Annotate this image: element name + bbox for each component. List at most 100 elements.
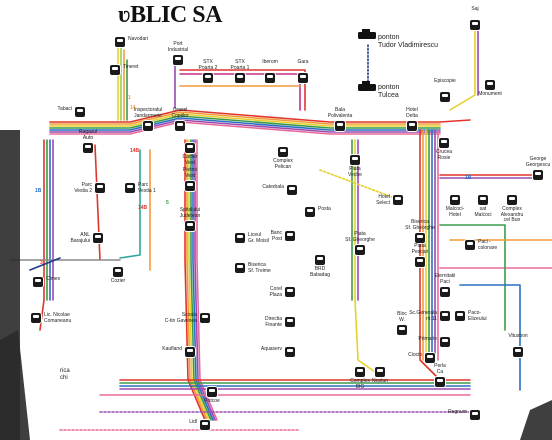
station-label: Parc Vestia 2 xyxy=(74,182,92,194)
bus-stop-icon[interactable] xyxy=(425,353,435,363)
bus-stop-icon[interactable] xyxy=(235,233,245,243)
bus-stop-icon[interactable] xyxy=(440,287,450,297)
station-label: Iberom xyxy=(262,59,278,65)
bus-stop-icon[interactable] xyxy=(200,313,210,323)
bus-stop-icon[interactable] xyxy=(440,337,450,347)
station-label: Cartier Vest xyxy=(182,154,198,166)
bus-stop-icon[interactable] xyxy=(513,347,523,357)
station-label: STX Poarta 1 xyxy=(230,59,250,71)
station-label: Liceul Gr. Moisil xyxy=(248,232,269,244)
station-label: Malcoci- Hotel xyxy=(445,206,465,218)
station-label: Piata Pescari xyxy=(411,243,429,255)
station-label: Complex Alexandru cel Bun xyxy=(500,206,524,224)
bus-stop-icon[interactable] xyxy=(470,410,480,420)
bus-stop-icon[interactable] xyxy=(415,233,425,243)
bus-stop-icon[interactable] xyxy=(440,311,450,321)
bus-stop-icon[interactable] xyxy=(235,263,245,273)
bus-stop-icon[interactable] xyxy=(305,207,315,217)
station-label: Piata Sf. Gheorghe xyxy=(345,231,375,243)
bus-stop-icon[interactable] xyxy=(415,257,425,267)
bus-stop-icon[interactable] xyxy=(375,367,385,377)
station-label: Posta xyxy=(318,206,331,212)
bus-stop-icon[interactable] xyxy=(450,195,460,205)
station-label: Piata Veche xyxy=(348,166,362,178)
bus-stop-icon[interactable] xyxy=(83,143,93,153)
bus-stop-icon[interactable] xyxy=(285,347,295,357)
bus-stop-icon[interactable] xyxy=(285,287,295,297)
bus-stop-icon[interactable] xyxy=(185,143,195,153)
bus-stop-icon[interactable] xyxy=(298,73,308,83)
bus-stop-icon[interactable] xyxy=(185,221,195,231)
corner-text: rica chi xyxy=(60,368,70,381)
bus-stop-icon[interactable] xyxy=(440,92,450,102)
station-label: Primarie xyxy=(418,336,437,342)
bus-stop-icon[interactable] xyxy=(455,311,465,321)
bus-stop-icon[interactable] xyxy=(478,195,488,205)
bus-stop-icon[interactable] xyxy=(173,55,183,65)
bus-stop-icon[interactable] xyxy=(185,181,195,191)
station-label: Neptun xyxy=(371,378,389,384)
station-label: Cimex xyxy=(46,276,61,282)
bus-stop-icon[interactable] xyxy=(355,367,365,377)
station-label: Cozier xyxy=(110,278,126,284)
bus-stop-icon[interactable] xyxy=(207,387,217,397)
line-number-label: 1 xyxy=(128,95,131,101)
bus-stop-icon[interactable] xyxy=(465,240,475,250)
bus-stop-icon[interactable] xyxy=(95,183,105,193)
station-label: Ragazul Auto xyxy=(78,129,98,141)
station-label: Vitusbon xyxy=(508,333,528,339)
line-number-label: 14 xyxy=(130,105,136,111)
bus-stop-icon[interactable] xyxy=(235,73,245,83)
station-label: Orasel Copiilor xyxy=(171,107,189,119)
station-label: Saj xyxy=(471,6,479,12)
bus-stop-icon[interactable] xyxy=(285,231,295,241)
station-label: STX Poarta 2 xyxy=(198,59,218,71)
bus-stop-icon[interactable] xyxy=(470,20,480,30)
bus-stop-icon[interactable] xyxy=(125,183,135,193)
bus-stop-icon[interactable] xyxy=(533,170,543,180)
station-label: Complex BIG xyxy=(350,378,370,390)
station-label: George Georgescu xyxy=(525,156,551,168)
bus-stop-icon[interactable] xyxy=(439,138,449,148)
legend-ponton-tulcea: ponton Tulcea xyxy=(378,84,400,99)
bus-stop-icon[interactable] xyxy=(31,313,41,323)
bus-stop-icon[interactable] xyxy=(285,317,295,327)
bus-stop-icon[interactable] xyxy=(113,267,123,277)
bus-stop-icon[interactable] xyxy=(200,420,210,430)
station-label: Spitalului Judetean xyxy=(179,207,201,219)
bus-stop-icon[interactable] xyxy=(75,107,85,117)
legend-ponton-td: ponton Tudor Vladimirescu xyxy=(378,34,439,49)
bus-stop-icon[interactable] xyxy=(397,325,407,335)
station-label: Eternitatii Paci xyxy=(434,273,456,285)
bus-stop-icon[interactable] xyxy=(350,155,360,165)
bus-stop-icon[interactable] xyxy=(278,147,288,157)
bus-stop-icon[interactable] xyxy=(93,233,103,243)
bus-stop-icon[interactable] xyxy=(115,37,125,47)
bus-stop-icon[interactable] xyxy=(287,185,297,195)
station-label: Potcoe xyxy=(204,398,220,404)
bus-stop-icon[interactable] xyxy=(485,80,495,90)
bus-stop-icon[interactable] xyxy=(185,347,195,357)
bus-stop-icon[interactable] xyxy=(265,73,275,83)
bus-stop-icon[interactable] xyxy=(203,73,213,83)
bus-stop-icon[interactable] xyxy=(355,245,365,255)
bus-stop-icon[interactable] xyxy=(143,121,153,131)
station-label: Kaufland xyxy=(162,346,182,352)
bus-stop-icon[interactable] xyxy=(315,255,325,265)
bus-stop-icon[interactable] xyxy=(393,195,403,205)
bus-stop-icon[interactable] xyxy=(407,121,417,131)
bus-stop-icon[interactable] xyxy=(110,65,120,75)
bus-stop-icon[interactable] xyxy=(175,121,185,131)
line-number-label: 5 xyxy=(166,200,169,206)
station-label: Sc.Generala nr.11 xyxy=(409,310,437,322)
bus-stop-icon[interactable] xyxy=(435,377,445,387)
line-number-label: 14B xyxy=(138,205,148,211)
station-label: Port Industrial xyxy=(167,41,189,53)
bus-stop-icon[interactable] xyxy=(507,195,517,205)
bus-stop-icon[interactable] xyxy=(335,121,345,131)
ponton-icon xyxy=(358,29,376,91)
station-label: Biserica Sf. Treime xyxy=(248,262,271,274)
bus-stop-icon[interactable] xyxy=(33,277,43,287)
station-label: Bala Polivalenta xyxy=(327,107,353,119)
